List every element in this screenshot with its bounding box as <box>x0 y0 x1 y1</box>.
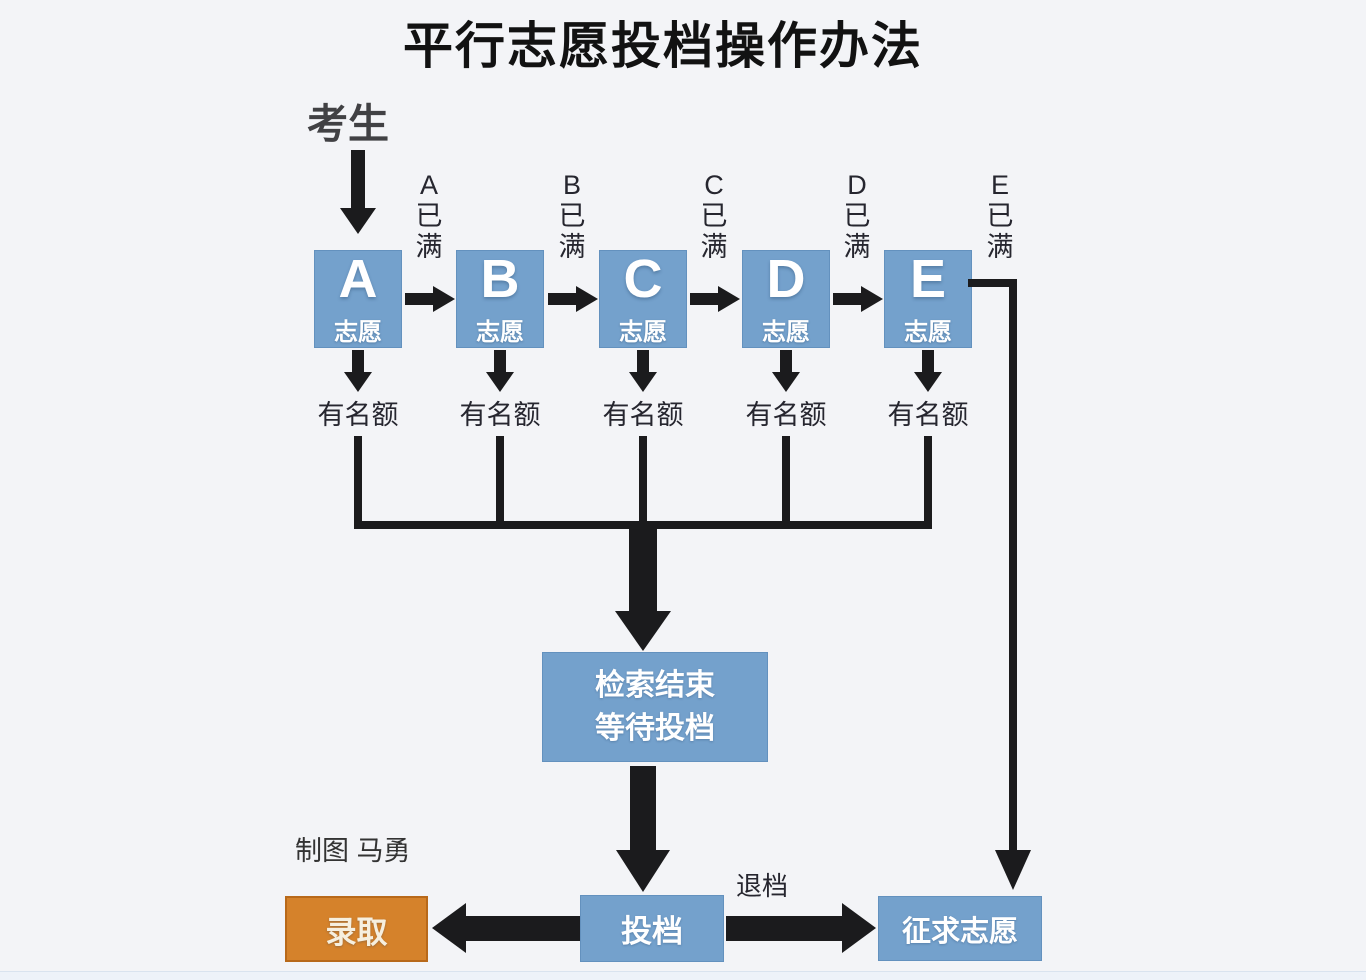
full-label-b: B已满 <box>558 170 586 262</box>
quota-label-d: 有名额 <box>745 400 827 430</box>
quota-label-b: 有名额 <box>459 400 541 430</box>
arrow-file-to-admit-head <box>432 903 466 953</box>
arrow-a-to-b-shaft <box>405 293 433 305</box>
arrow-d-to-e-head <box>861 286 883 312</box>
arrow-c-to-d-shaft <box>690 293 718 305</box>
choice-letter-b: B <box>480 248 520 309</box>
full-label-c: C已满 <box>700 170 728 262</box>
arrow-b-quota-head <box>486 372 514 392</box>
quota-label-c: 有名额 <box>602 400 684 430</box>
examinee-arrow-shaft <box>351 150 365 208</box>
credit-label: 制图 马勇 <box>295 836 411 866</box>
examinee-arrow-head <box>340 208 376 234</box>
page-title: 平行志愿投档操作办法 <box>403 18 923 74</box>
file-box: 投档 <box>580 895 724 962</box>
full-label-e: E已满 <box>986 170 1014 262</box>
search-wait-box: 检索结束 等待投档 <box>542 652 768 762</box>
arrow-d-quota-shaft <box>780 350 792 372</box>
bottom-strip <box>0 971 1366 980</box>
quota-label-e: 有名额 <box>887 400 969 430</box>
arrow-file-to-seek-shaft <box>726 916 842 941</box>
reject-label: 退档 <box>735 871 788 901</box>
connector-e <box>924 436 932 529</box>
arrow-c-quota-shaft <box>637 350 649 372</box>
arrow-d-quota-head <box>772 372 800 392</box>
choice-box-c: C 志愿 <box>599 250 687 348</box>
arrow-file-to-admit-shaft <box>466 916 580 941</box>
arrow-file-to-seek-head <box>842 903 876 953</box>
connector-d <box>782 436 790 529</box>
examinee-label: 考生 <box>307 101 389 147</box>
collector-bus <box>354 521 932 529</box>
arrow-c-to-d-head <box>718 286 740 312</box>
search-wait-line2: 等待投档 <box>595 712 715 745</box>
choice-letter-a: A <box>338 248 378 309</box>
seek-box: 征求志愿 <box>878 896 1042 961</box>
file-label: 投档 <box>621 914 683 949</box>
choice-box-e: E 志愿 <box>884 250 972 348</box>
choice-type-c: 志愿 <box>619 318 667 346</box>
choice-letter-d: D <box>766 248 806 309</box>
e-route-horizontal <box>968 279 1017 287</box>
connector-c <box>639 436 647 529</box>
choice-letter-e: E <box>909 248 947 309</box>
arrow-b-to-c-head <box>576 286 598 312</box>
admit-box: 录取 <box>285 896 428 962</box>
choice-box-a: A 志愿 <box>314 250 402 348</box>
e-route-vertical <box>1009 279 1017 850</box>
quota-label-a: 有名额 <box>317 400 399 430</box>
full-label-d: D已满 <box>843 170 871 262</box>
arrow-a-to-b-head <box>433 286 455 312</box>
search-wait-line1: 检索结束 <box>595 669 715 702</box>
connector-a <box>354 436 362 529</box>
choice-type-b: 志愿 <box>476 318 524 346</box>
arrow-b-to-c-shaft <box>548 293 576 305</box>
admit-label: 录取 <box>325 914 388 950</box>
arrow-search-to-file-shaft <box>630 766 656 850</box>
arrow-c-quota-head <box>629 372 657 392</box>
arrow-e-quota-head <box>914 372 942 392</box>
full-label-a: A已满 <box>415 170 443 262</box>
arrow-e-quota-shaft <box>922 350 934 372</box>
seek-label: 征求志愿 <box>901 915 1018 948</box>
arrow-d-to-e-shaft <box>833 293 861 305</box>
choice-type-d: 志愿 <box>762 318 810 346</box>
arrow-a-quota-shaft <box>352 350 364 372</box>
choice-letter-c: C <box>623 248 663 309</box>
connector-b <box>496 436 504 529</box>
arrow-search-to-file-head <box>616 850 670 892</box>
choice-box-d: D 志愿 <box>742 250 830 348</box>
stem-arrow-head <box>615 611 671 651</box>
arrow-b-quota-shaft <box>494 350 506 372</box>
e-route-arrow-head <box>995 850 1031 890</box>
stem-arrow-shaft <box>629 527 657 611</box>
choice-box-b: B 志愿 <box>456 250 544 348</box>
choice-type-e: 志愿 <box>904 318 952 346</box>
choice-type-a: 志愿 <box>334 318 382 346</box>
arrow-a-quota-head <box>344 372 372 392</box>
